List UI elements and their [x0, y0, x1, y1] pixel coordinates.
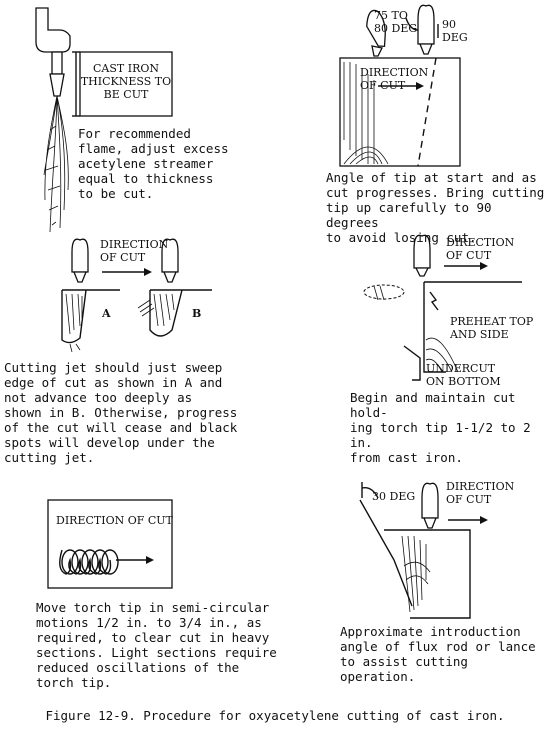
- angle-label-p6: 30 DEG: [372, 490, 415, 503]
- torch-upright-icon: [413, 234, 431, 277]
- caption-p4: Begin and maintain cut hold- ing torch t…: [350, 390, 531, 465]
- torch-tilted-ghost-icon: [363, 284, 405, 301]
- torch-b-icon: [161, 238, 179, 283]
- label-a: A: [101, 307, 111, 320]
- flux-rod-icon: [359, 482, 413, 607]
- tilted-torch-icon: [366, 9, 386, 57]
- preheat-block: [403, 281, 522, 381]
- caption-p2: Angle of tip at start and as cut progres…: [326, 170, 545, 245]
- flux-block: [384, 529, 471, 619]
- direction-label-p5: DIRECTION OF CUT: [56, 514, 174, 527]
- caption-p5: Move torch tip in semi-circular motions …: [36, 600, 277, 690]
- vertical-torch-icon: [417, 4, 435, 55]
- cut-sample-b: [137, 289, 212, 337]
- torch-6-icon: [421, 482, 439, 529]
- torch-head-icon: [35, 7, 71, 97]
- oscillation-block: [47, 499, 173, 589]
- caption-p1: For recommended flame, adjust excess ace…: [78, 126, 229, 201]
- workpiece-block: [339, 57, 461, 167]
- cut-sample-a: [61, 289, 120, 353]
- acetylene-streamer-icon: [43, 95, 69, 233]
- figure-caption: Figure 12-9. Procedure for oxyacetylene …: [45, 708, 505, 723]
- caption-p6: Approximate introduction angle of flux r…: [340, 624, 536, 684]
- label-b: B: [192, 307, 201, 320]
- caption-p3: Cutting jet should just sweep edge of cu…: [4, 360, 238, 465]
- torch-a-icon: [71, 238, 89, 283]
- cast-iron-box: [72, 51, 173, 117]
